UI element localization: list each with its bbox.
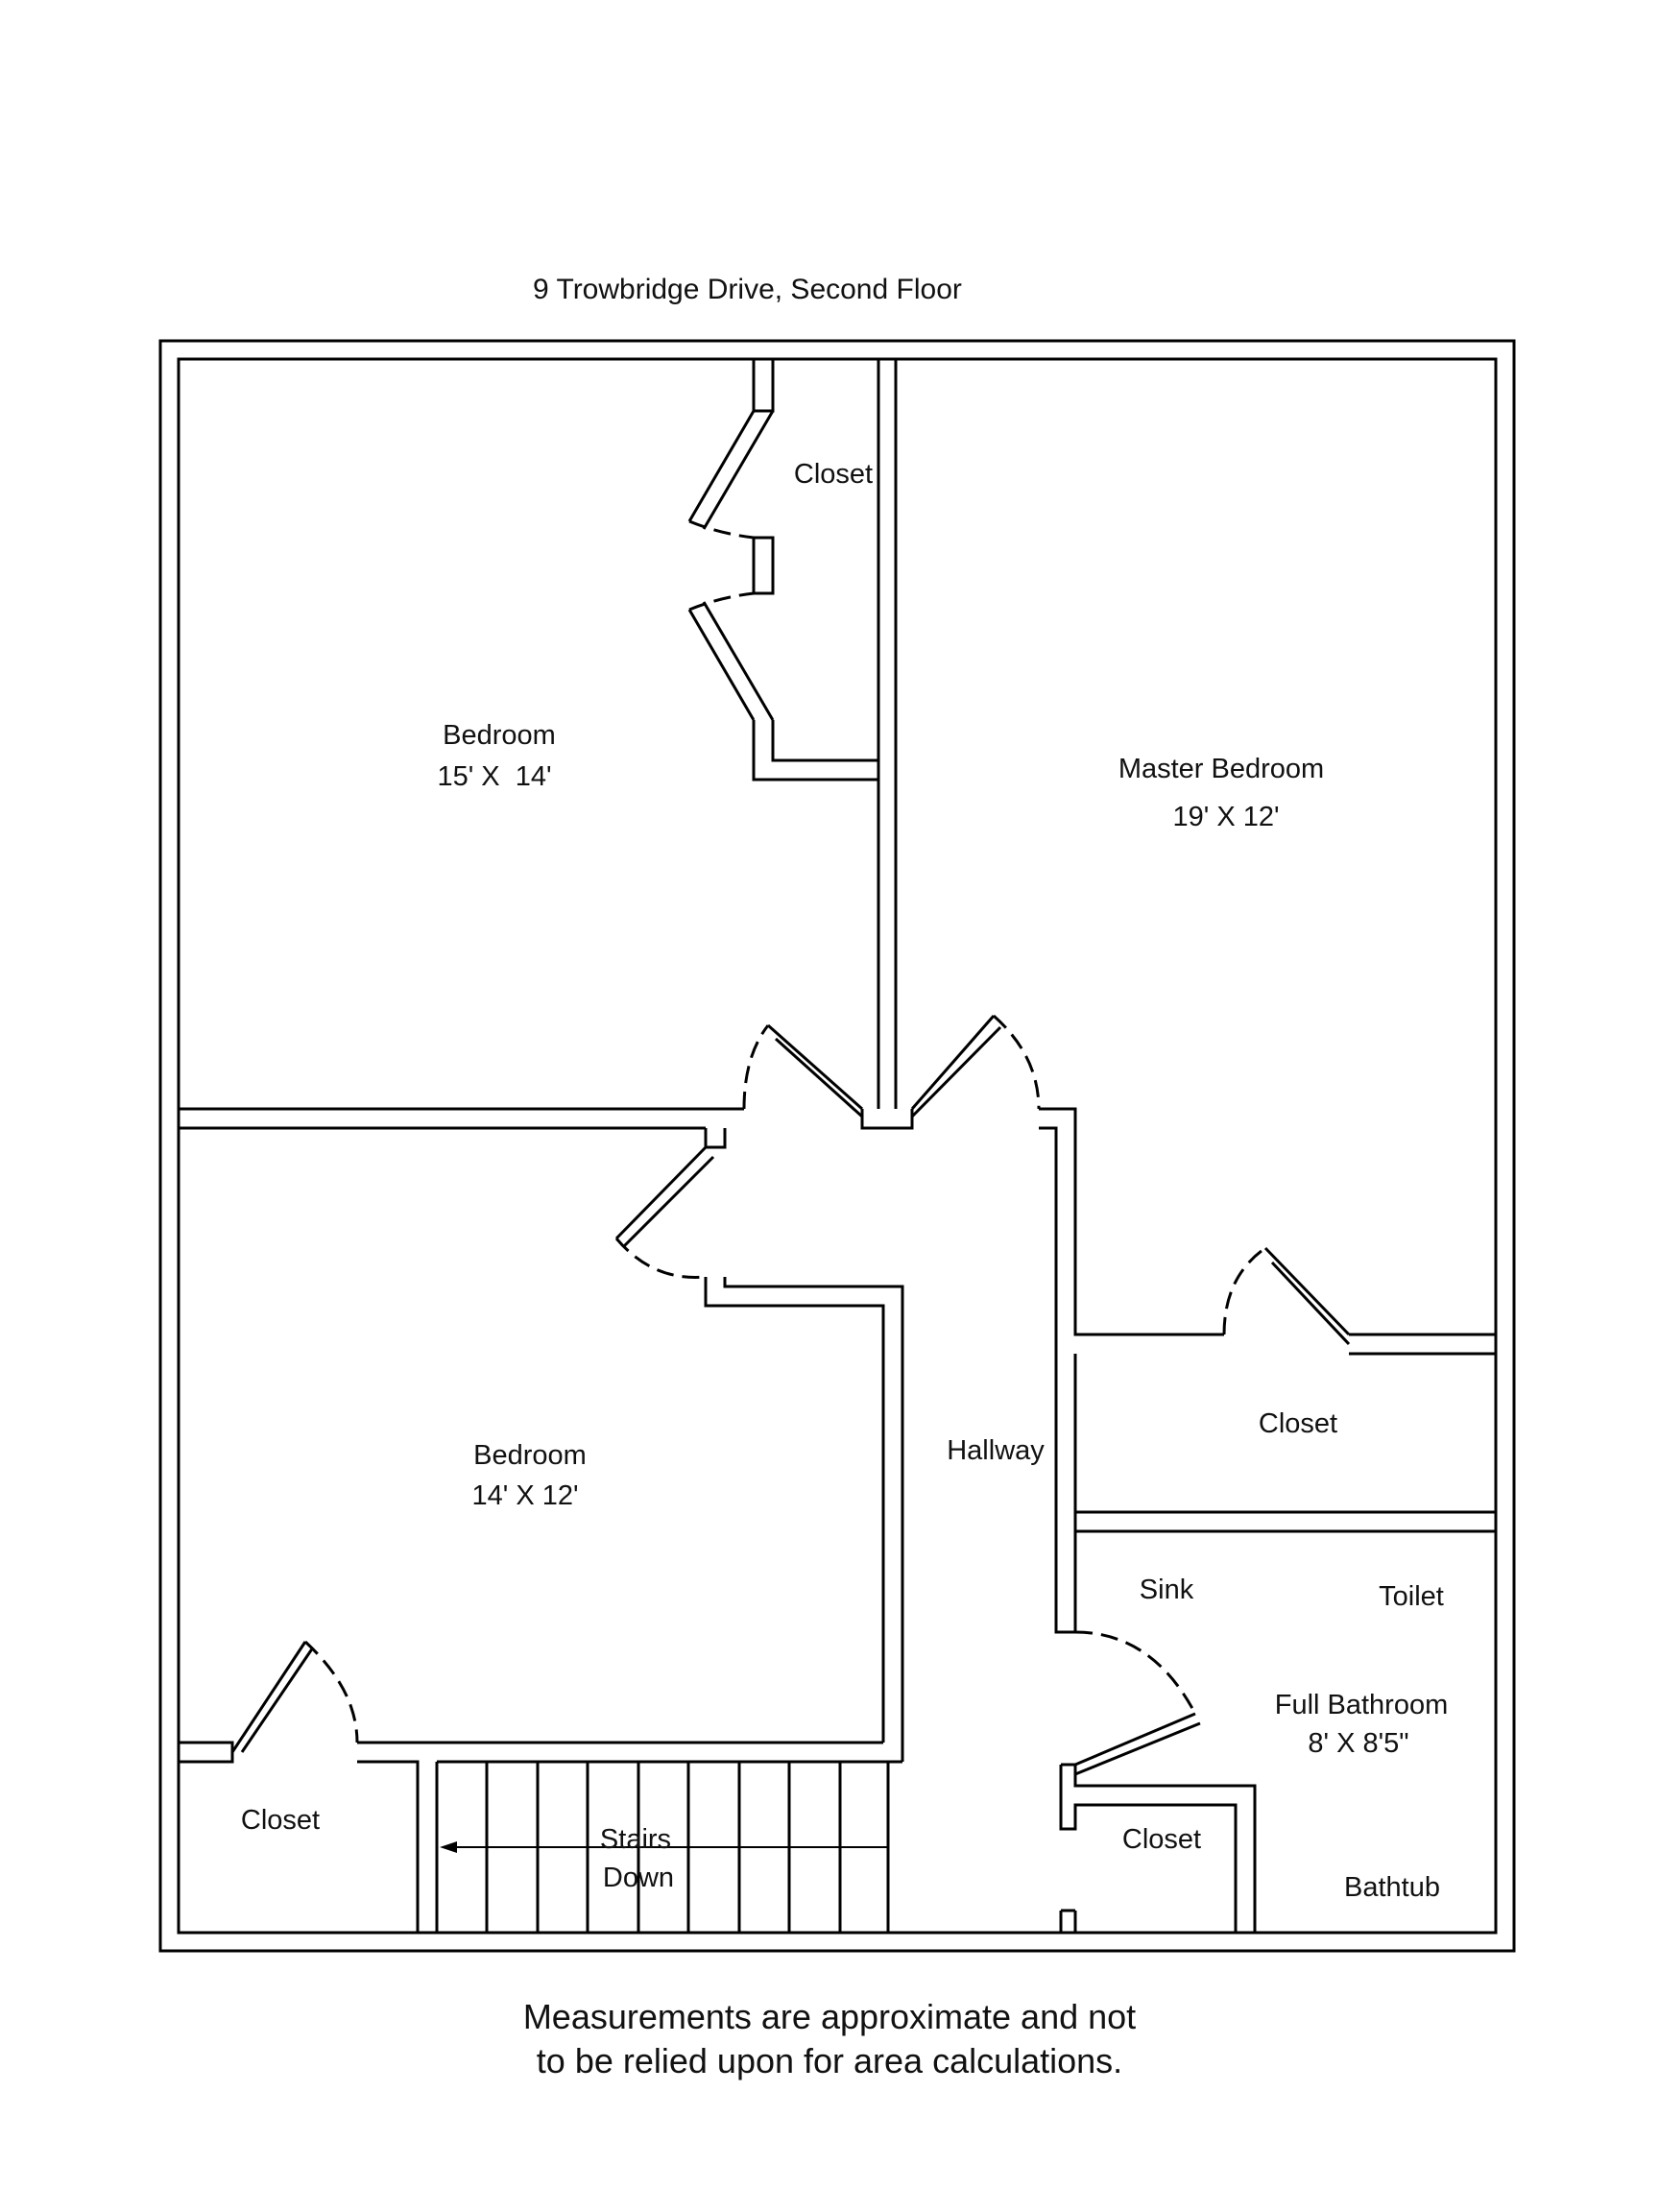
stairs-arrow [440, 1841, 888, 1853]
fixture-sink: Sink [1140, 1575, 1194, 1605]
room-size-master: 19' X 12' [1172, 802, 1279, 832]
room-size-bedroom2: 14' X 12' [471, 1480, 578, 1511]
plan-title: 9 Trowbridge Drive, Second Floor [533, 274, 962, 305]
stairs-label-line1: Stairs [600, 1824, 671, 1855]
room-name-hallway: Hallway [947, 1435, 1045, 1466]
stairs-label-line2: Down [603, 1863, 674, 1893]
fixture-toilet: Toilet [1379, 1581, 1444, 1612]
door-swings [303, 519, 1266, 1743]
fixture-bathtub: Bathtub [1344, 1872, 1440, 1903]
room-name-bedroom1: Bedroom [443, 720, 556, 751]
walls [158, 339, 1516, 1953]
room-name-closet1: Closet [794, 459, 873, 490]
disclaimer-line-2: to be relied upon for area calculations. [536, 2041, 1123, 2080]
room-name-bathroom: Full Bathroom [1275, 1690, 1449, 1720]
room-name-closet-master: Closet [1259, 1408, 1337, 1439]
room-size-bathroom: 8' X 8'5" [1308, 1728, 1408, 1759]
disclaimer-line-1: Measurements are approximate and not [522, 1997, 1137, 2036]
room-name-closet-bed2: Closet [241, 1805, 320, 1836]
door-leaves [230, 410, 1351, 1776]
room-name-closet-hall: Closet [1122, 1824, 1201, 1855]
room-name-bedroom2: Bedroom [473, 1440, 587, 1471]
room-name-master: Master Bedroom [1118, 754, 1324, 784]
room-size-bedroom1: 15' X 14' [437, 761, 551, 792]
